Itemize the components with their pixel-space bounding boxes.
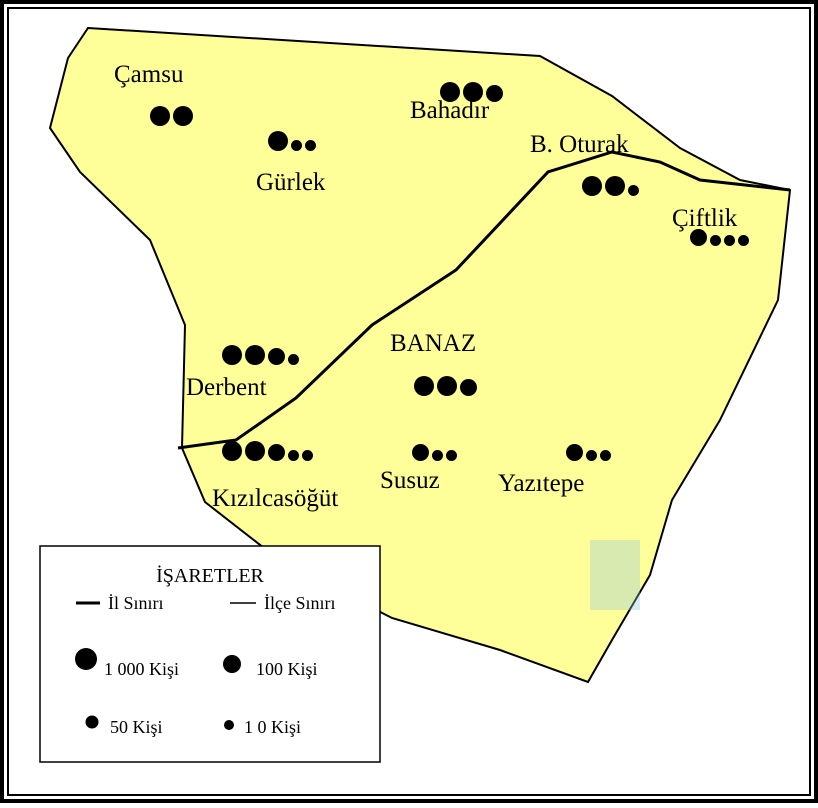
population-dot-large: [222, 441, 242, 461]
population-dot-large: [437, 376, 457, 396]
place-label-bahadir: Bahadır: [410, 97, 490, 124]
population-dot-large: [222, 345, 242, 365]
population-dot-medium: [412, 444, 429, 461]
legend-ilce-siniri: İlçe Sınırı: [264, 593, 335, 613]
legend-dot-100: [223, 655, 241, 673]
population-dot-small: [288, 450, 299, 461]
population-dot-medium: [486, 85, 503, 102]
population-dot-large: [582, 176, 602, 196]
legend-il-siniri: İl Sınırı: [108, 593, 164, 613]
legend-dot-1000: [75, 648, 97, 670]
place-gurlek: Gürlek: [256, 131, 326, 196]
legend-dot-50: [85, 715, 99, 729]
population-dot-small: [710, 235, 721, 246]
population-dot-large: [268, 131, 288, 151]
legend: İŞARETLER İl Sınırı İlçe Sınırı 1 000 Ki…: [39, 545, 381, 763]
place-label-yazitepe: Yazıtepe: [498, 470, 584, 497]
place-b-oturak: B. Oturak: [530, 131, 639, 196]
stipple-texture: [590, 540, 640, 610]
population-dot-small: [432, 450, 443, 461]
population-dot-large: [245, 441, 265, 461]
place-ciftlik: Çiftlik: [672, 205, 749, 246]
place-label-derbent: Derbent: [186, 374, 267, 401]
place-label-kizilcasogut: Kızılcasöğüt: [212, 485, 338, 512]
population-dot-small: [600, 450, 611, 461]
place-kizilcasogut: Kızılcasöğüt: [212, 441, 338, 512]
population-dot-small: [291, 140, 302, 151]
place-susuz: Susuz: [380, 444, 457, 494]
district-area: [48, 26, 792, 684]
population-dot-medium: [460, 379, 477, 396]
population-dot-large: [440, 82, 460, 102]
population-dot-medium: [566, 444, 583, 461]
place-banaz: BANAZ: [390, 330, 477, 396]
population-dot-medium: [690, 229, 707, 246]
legend-50-kisi: 50 Kişi: [110, 717, 163, 737]
population-dot-small: [586, 450, 597, 461]
legend-1000-kisi: 1 000 Kişi: [104, 659, 179, 679]
population-dot-large: [150, 106, 170, 126]
legend-10-kisi: 1 0 Kişi: [244, 717, 301, 737]
population-dot-large: [173, 106, 193, 126]
il-siniri-line: [177, 150, 791, 450]
population-dot-medium: [268, 348, 285, 365]
place-yazitepe: Yazıtepe: [498, 444, 611, 497]
population-dot-small: [738, 235, 749, 246]
legend-100-kisi: 100 Kişi: [256, 659, 318, 679]
population-dot-large: [463, 82, 483, 102]
place-label-banaz: BANAZ: [390, 330, 476, 357]
population-dot-small: [446, 450, 457, 461]
legend-dot-10: [224, 720, 234, 730]
place-label-camsu: Çamsu: [114, 61, 184, 88]
place-label-ciftlik: Çiftlik: [672, 205, 738, 232]
place-derbent: Derbent: [186, 345, 299, 401]
population-dot-small: [724, 235, 735, 246]
population-dot-large: [605, 176, 625, 196]
place-label-gurlek: Gürlek: [256, 169, 326, 196]
population-dot-small: [628, 185, 639, 196]
population-dot-small: [305, 140, 316, 151]
place-bahadir: Bahadır: [410, 82, 503, 124]
population-dot-small: [288, 354, 299, 365]
place-camsu: Çamsu: [114, 61, 193, 126]
population-dot-medium: [268, 444, 285, 461]
place-label-b-oturak: B. Oturak: [530, 131, 629, 158]
inner-frame: [7, 7, 811, 796]
population-dot-large: [414, 376, 434, 396]
population-dot-large: [245, 345, 265, 365]
legend-title: İŞARETLER: [156, 564, 264, 587]
place-label-susuz: Susuz: [380, 467, 440, 494]
population-dot-small: [302, 450, 313, 461]
